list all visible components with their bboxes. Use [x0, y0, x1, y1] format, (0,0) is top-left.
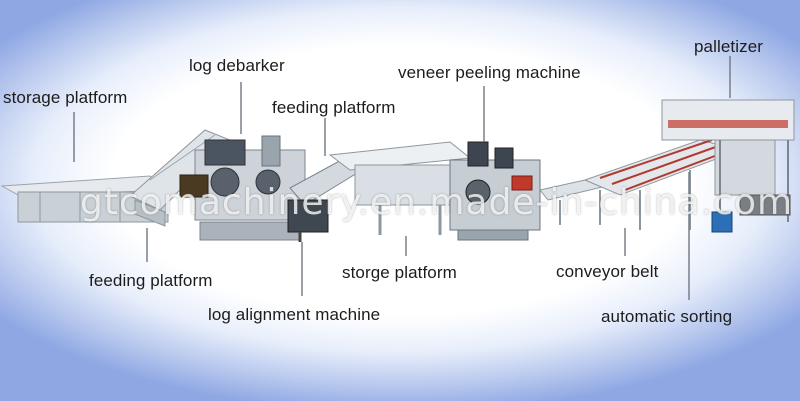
leader-lines [73, 56, 731, 300]
watermark-text: gtcomachinery.en.made-in-china.com [80, 182, 794, 223]
label-conveyor-belt: conveyor belt [556, 262, 659, 281]
log-alignment-machine-unit [287, 157, 363, 242]
label-storage-platform: storage platform [3, 88, 128, 107]
label-veneer-peeling-machine: veneer peeling machine [398, 63, 581, 82]
log-debarker-machine [179, 135, 306, 241]
label-storge-platform: storge platform [342, 263, 457, 282]
label-feeding-platform-top: feeding platform [272, 98, 396, 117]
label-automatic-sorting: automatic sorting [601, 307, 733, 326]
palletizer-machine [661, 99, 795, 233]
storge-platform-machine [328, 141, 472, 235]
label-feeding-platform-bottom: feeding platform [89, 271, 213, 290]
label-log-alignment-machine: log alignment machine [208, 305, 381, 324]
label-palletizer: palletizer [694, 37, 764, 56]
veneer-peeling-machine-unit [449, 141, 541, 241]
label-log-debarker: log debarker [189, 56, 285, 75]
